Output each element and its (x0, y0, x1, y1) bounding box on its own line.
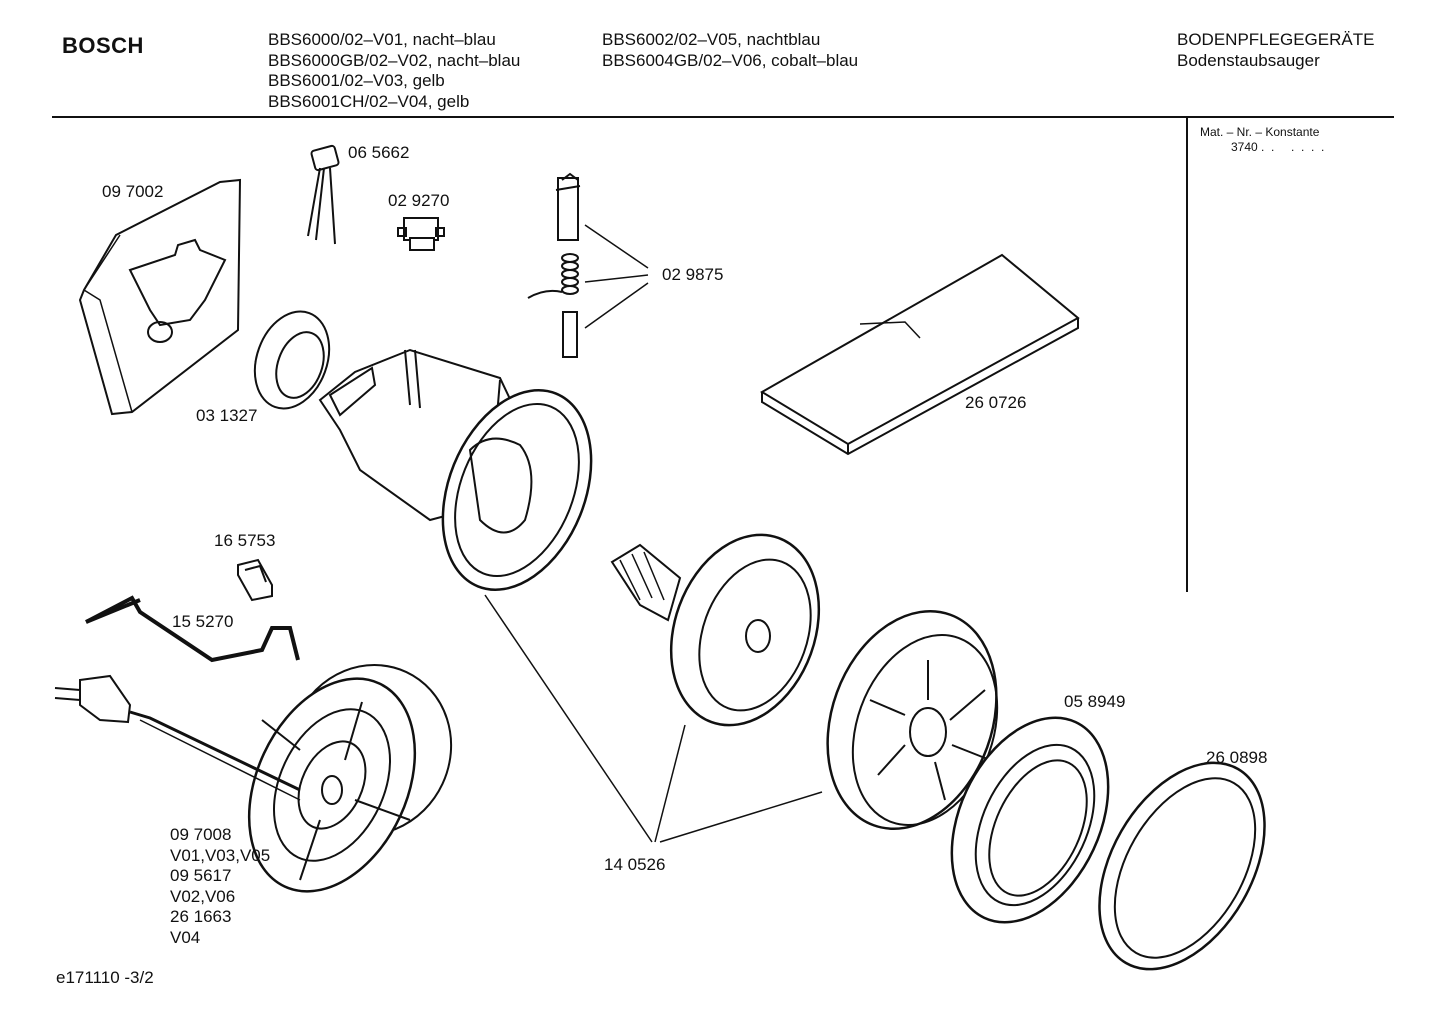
part-label-140526[interactable]: 14 0526 (604, 855, 666, 874)
part-label-261663[interactable]: 26 1663 (170, 907, 232, 926)
mat-nr-panel: Mat. – Nr. – Konstante 3740 . . . . . . (1200, 125, 1324, 155)
filter-board-part (760, 253, 1080, 456)
part-label-165753[interactable]: 16 5753 (214, 531, 276, 550)
leader-lines-140526 (484, 594, 823, 843)
part-label-058949[interactable]: 05 8949 (1064, 692, 1126, 711)
part-label-097002[interactable]: 09 7002 (102, 182, 164, 201)
category-block: BODENPFLEGEGERÄTE Bodenstaubsauger (1177, 30, 1374, 71)
model-line: BBS6000GB/02–V02, nacht–blau (268, 50, 521, 70)
cord-reel-part (54, 664, 453, 893)
armature-impeller-part (610, 533, 821, 727)
wire-bracket-part (85, 595, 300, 663)
mat-nr-title: Mat. – Nr. – Konstante (1200, 125, 1320, 139)
part-label-260898[interactable]: 26 0898 (1206, 748, 1268, 767)
model-line: BBS6001/02–V03, gelb (268, 71, 445, 90)
outer-ring-part (1098, 761, 1266, 971)
capacitor-part (307, 144, 340, 245)
part-label-031327[interactable]: 03 1327 (196, 406, 258, 425)
motor-cover-part (826, 610, 999, 830)
model-line: BBS6001CH/02–V04, gelb (268, 91, 470, 111)
part-label-260726[interactable]: 26 0726 (965, 393, 1027, 412)
variant-label: V02,V06 (170, 886, 236, 906)
part-label-029270[interactable]: 02 9270 (388, 191, 450, 210)
cover-plate-part (78, 178, 242, 416)
model-list-col2: BBS6002/02–V05, nachtblau BBS6004GB/02–V… (602, 30, 858, 71)
part-label-095617[interactable]: 09 5617 (170, 866, 232, 885)
cord-reel-labels: 09 7008 V01,V03,V05 09 5617 V02,V06 26 1… (170, 825, 270, 948)
motor-housing-part (318, 348, 593, 591)
part-label-065662[interactable]: 06 5662 (348, 143, 410, 162)
part-label-155270[interactable]: 15 5270 (172, 612, 234, 631)
model-list-col1: BBS6000/02–V01, nacht–blau BBS6000GB/02–… (268, 30, 520, 112)
switch-part (397, 217, 445, 251)
part-label-029875[interactable]: 02 9875 (662, 265, 724, 284)
bearing-ring-part (253, 310, 331, 410)
model-line: BBS6004GB/02–V06, cobalt–blau (602, 50, 859, 70)
brand-logo: BOSCH (62, 33, 144, 58)
variant-label: V01,V03,V05 (170, 845, 271, 865)
drawing-id: e171110 -3/2 (56, 968, 154, 987)
part-label-097008[interactable]: 09 7008 (170, 825, 232, 844)
model-line: BBS6002/02–V05, nachtblau (602, 30, 821, 49)
variant-label: V04 (170, 927, 201, 947)
category-title: BODENPFLEGEGERÄTE (1177, 30, 1375, 49)
seal-ring-part (950, 716, 1110, 924)
category-subtitle: Bodenstaubsauger (1177, 50, 1320, 70)
model-line: BBS6000/02–V01, nacht–blau (268, 30, 496, 49)
mat-nr-value: 3740 . . . . . . (1231, 140, 1325, 154)
carbon-brush-part (527, 172, 649, 358)
clip-part (237, 558, 273, 602)
